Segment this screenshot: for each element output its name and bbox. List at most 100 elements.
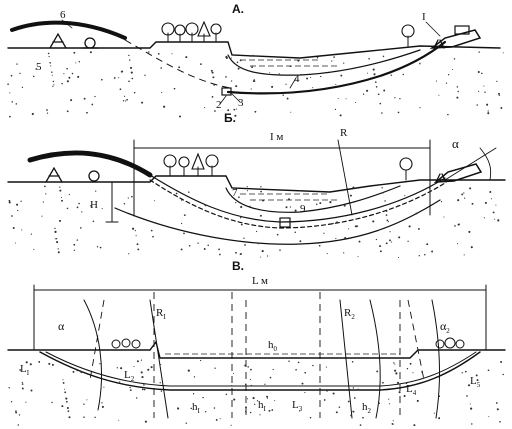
soil-dot [15,410,17,412]
soil-dot [204,106,206,109]
soil-dot [59,186,61,188]
panel-b-span-dim [133,139,431,217]
panel-b-radius-label: R [340,127,348,139]
soil-dot [33,248,35,250]
soil-dot [122,100,125,102]
soil-dot [383,89,386,92]
soil-dot [129,389,132,391]
soil-dot [471,423,473,425]
soil-dot [118,419,120,421]
soil-dot [134,230,136,232]
soil-dot [357,256,359,257]
soil-dot [337,97,339,100]
panel-c-span-label: L м [252,275,268,287]
soil-dot [243,237,245,239]
soil-dot [113,77,116,79]
soil-dot [119,88,122,91]
soil-dot [406,367,409,370]
soil-dot [128,80,130,83]
panel-c-arc-right [369,299,381,419]
soil-dot [309,416,312,419]
soil-dot [271,85,274,88]
soil-dot [417,227,420,230]
soil-dot [478,51,480,53]
soil-dot [185,56,188,59]
soil-dot [90,205,92,207]
soil-dot [21,383,24,385]
soil-dot [52,85,54,87]
soil-dot [140,359,143,361]
soil-dot [89,51,92,54]
panel-c-h1: hI [258,399,267,413]
soil-dot [266,397,268,399]
panel-b-drilling-rig [433,163,483,183]
soil-dot [249,55,251,57]
soil-dot [21,86,24,89]
soil-dot [128,253,130,255]
soil-dot [386,219,389,222]
soil-dot [253,80,256,83]
soil-dot [394,97,396,99]
soil-dot [366,72,369,74]
soil-dot [51,71,53,73]
soil-dot [8,199,11,202]
soil-dot [259,414,261,416]
soil-dot [320,75,322,78]
soil-dot [233,108,236,111]
soil-dot [496,408,499,411]
soil-dot [245,406,247,409]
soil-dot [252,397,255,400]
soil-dot [25,361,28,364]
soil-dot [78,61,81,63]
soil-dot [30,389,33,392]
soil-dot [256,230,258,233]
soil-dot [225,76,227,78]
soil-dot [475,374,478,377]
soil-dot [269,376,272,379]
soil-dot [310,76,312,78]
soil-dot [86,369,88,371]
soil-dot [340,74,343,77]
soil-dot [55,238,58,240]
soil-dot [374,81,377,83]
soil-dot [61,405,64,408]
panel-c-radius-r1 [149,299,169,419]
soil-dot [389,231,391,233]
soil-dot [254,110,257,113]
soil-dot [495,204,497,206]
soil-dot [388,398,390,400]
soil-dot [246,398,249,400]
soil-dot [204,204,207,207]
soil-dot [129,386,131,389]
soil-dot [389,239,391,242]
soil-dot [120,367,123,370]
soil-dot [358,240,361,243]
soil-dot [8,387,10,389]
soil-dot [262,199,265,202]
soil-dot [382,381,384,384]
panel-c-shrubs [111,337,465,349]
soil-dot [239,59,242,62]
soil-dot [438,395,441,398]
soil-dot [16,63,18,65]
soil-dot [244,244,246,246]
soil-dot [178,66,181,69]
soil-dot [461,372,463,374]
soil-dot [264,383,266,385]
panel-c-hh2: h2 [362,401,372,415]
panel-c-r2: R2 [344,307,355,321]
panel-b-depth-dim [105,181,119,223]
panel-a-pipe-highlight [13,22,124,39]
soil-dot [476,104,478,106]
soil-dot [56,241,59,244]
soil-dot [247,366,249,368]
soil-dot [133,365,135,368]
soil-dot [497,219,500,222]
soil-dot [127,197,129,199]
soil-dot [16,203,19,206]
panel-c-section-lines [89,292,425,418]
soil-dot [177,407,180,410]
soil-dot [357,388,360,391]
soil-dot [18,414,21,416]
soil-dot [100,78,103,81]
